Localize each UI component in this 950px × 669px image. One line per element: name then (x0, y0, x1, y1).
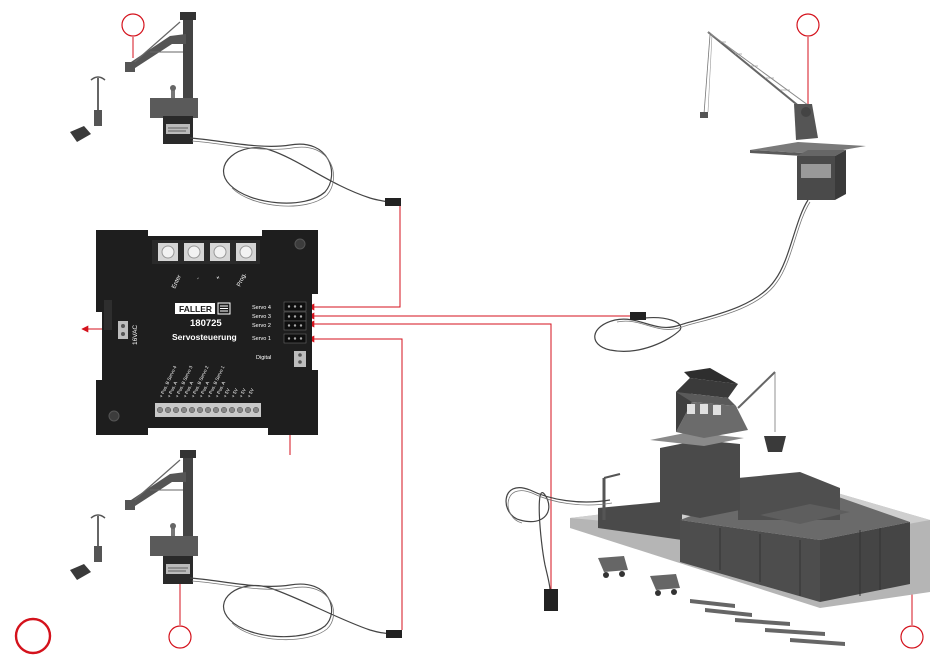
connector-plug-icon (544, 589, 558, 611)
button-enter[interactable] (158, 243, 178, 261)
callout-bottom-left-servo (169, 626, 191, 648)
wire-servo2 (308, 324, 551, 589)
mine-cart-icon (598, 556, 628, 578)
water-crane-bottom (70, 450, 402, 640)
port-label-servo-4: Servo 4 (252, 305, 271, 311)
lamp-post-icon (70, 77, 105, 142)
callout-top-left (122, 14, 144, 36)
connector-plug-icon (630, 312, 646, 320)
port-label-servo-1: Servo 1 (252, 336, 271, 342)
dock-crane (595, 32, 866, 351)
brand-label: FALLER (179, 304, 212, 314)
servo-control-board: Enter - + Prog. FALLER 180725 Servosteue… (96, 230, 318, 435)
lamp-post-icon (70, 515, 105, 580)
port-servo-4[interactable] (284, 302, 306, 311)
water-crane-top (70, 12, 401, 206)
connector-plug-icon (385, 198, 401, 206)
connector-plug-icon (386, 630, 402, 638)
model-number: 180725 (190, 318, 222, 329)
button-plus[interactable] (210, 243, 230, 261)
port-label-servo-3: Servo 3 (252, 314, 271, 320)
port-servo-1[interactable] (284, 334, 306, 343)
coal-bunker-cable (506, 488, 610, 590)
button-prog[interactable] (236, 243, 256, 261)
port-servo-3[interactable] (284, 312, 306, 321)
mine-cart-icon (650, 574, 680, 596)
faller-logo: FALLER (175, 303, 230, 314)
callout-top-right (797, 14, 819, 36)
callout-bottom-right (901, 626, 923, 648)
dock-crane-icon (700, 32, 866, 200)
power-terminal[interactable] (118, 321, 128, 339)
screw-bottom-left (109, 411, 119, 421)
port-label-digital: Digital (256, 355, 271, 361)
coal-bunker (506, 368, 930, 646)
servo-motor-icon (163, 116, 193, 144)
servo-cable-bottom (190, 578, 395, 637)
wire-servo4 (308, 205, 400, 307)
servo-motor-icon (163, 556, 193, 584)
port-digital[interactable] (294, 351, 306, 367)
water-crane-icon (125, 450, 198, 558)
port-servo-2[interactable] (284, 321, 306, 330)
wire-servo1 (308, 339, 402, 630)
board-name: Servosteuerung (172, 332, 237, 342)
power-label: 16VAC (132, 325, 139, 345)
screw-top-right (295, 239, 305, 249)
callout-corner (16, 619, 50, 653)
terminal-strip[interactable] (155, 403, 261, 417)
board-buttons (152, 240, 260, 264)
button-minus[interactable] (184, 243, 204, 261)
port-label-servo-2: Servo 2 (252, 323, 271, 329)
dock-crane-cable (595, 200, 808, 351)
